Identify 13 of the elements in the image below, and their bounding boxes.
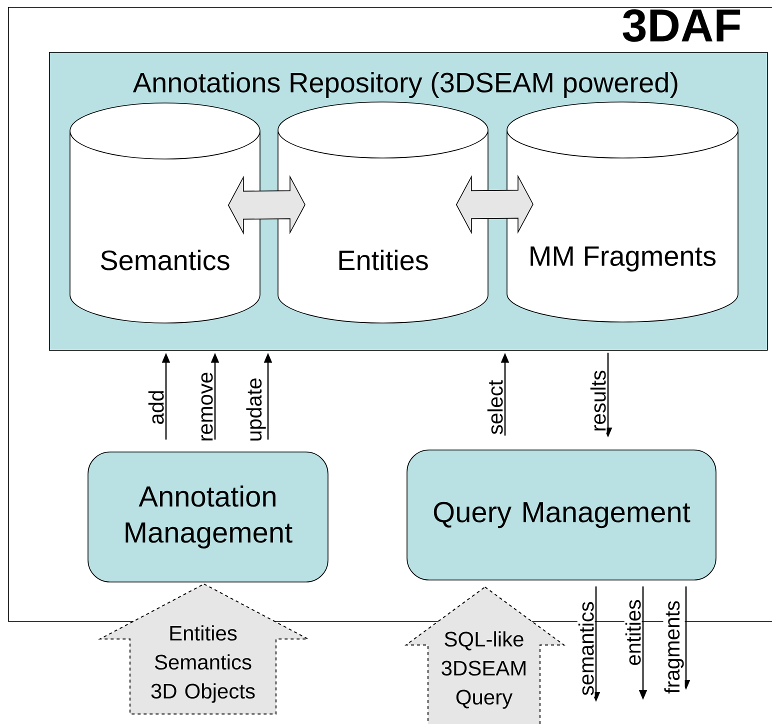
process-box: Annotation Management <box>88 452 328 582</box>
edge-label: select <box>486 378 504 436</box>
edge-label: remove <box>200 370 214 443</box>
process-box: Query Management <box>406 450 716 580</box>
edge-label: entities <box>624 598 642 667</box>
edge-label: update <box>245 376 267 443</box>
edge-label: semantics <box>577 600 595 697</box>
edge-label: results <box>589 368 607 433</box>
edge-label: add <box>147 388 165 426</box>
database-cylinder: MM Fragments <box>506 102 738 322</box>
database-cylinder: Entities <box>278 102 488 324</box>
edge-label: fragments <box>663 599 685 695</box>
database-cylinder: Semantics <box>70 102 260 324</box>
